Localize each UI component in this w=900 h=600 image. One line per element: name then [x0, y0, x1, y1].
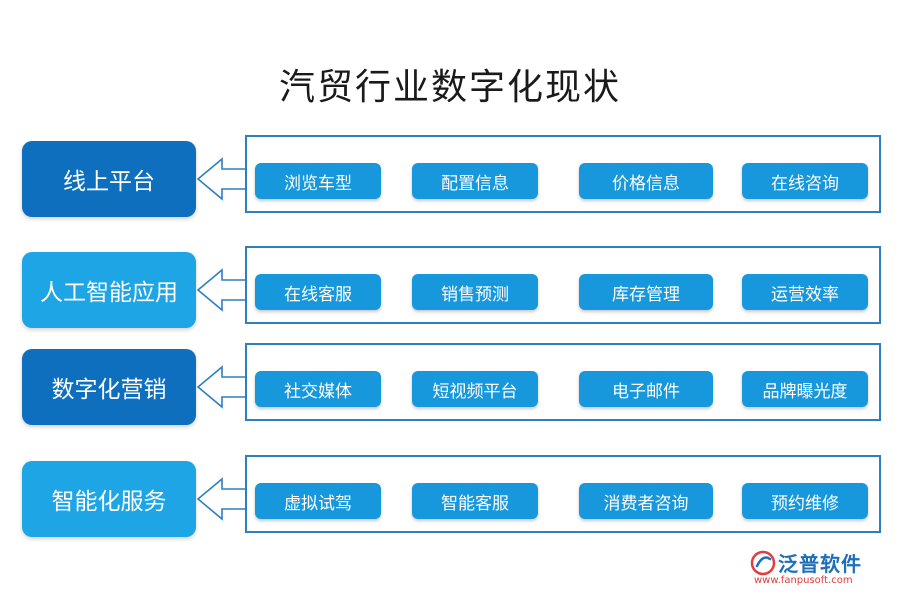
item-box: 预约维修 — [742, 483, 868, 519]
brand-logo: 泛普软件 www.fanpusoft.com — [750, 548, 882, 588]
diagram-title: 汽贸行业数字化现状 — [278, 67, 621, 108]
items-panel: 在线客服 销售预测 库存管理 运营效率 — [245, 246, 881, 324]
brand-mark-icon — [750, 550, 776, 576]
left-arrow-icon — [196, 268, 247, 312]
item-box: 短视频平台 — [412, 371, 538, 407]
items-panel: 社交媒体 短视频平台 电子邮件 品牌曝光度 — [245, 343, 881, 421]
item-box: 浏览车型 — [255, 163, 381, 199]
item-box: 消费者咨询 — [579, 483, 713, 519]
left-arrow-icon — [196, 477, 247, 521]
items-panel: 虚拟试驾 智能客服 消费者咨询 预约维修 — [245, 455, 881, 533]
brand-url: www.fanpusoft.com — [754, 575, 853, 586]
left-arrow-icon — [196, 157, 247, 201]
item-box: 电子邮件 — [579, 371, 713, 407]
left-arrow-icon — [196, 365, 247, 409]
category-box: 智能化服务 — [22, 461, 196, 537]
item-box: 品牌曝光度 — [742, 371, 868, 407]
item-box: 社交媒体 — [255, 371, 381, 407]
row-ai-application: 人工智能应用 在线客服 销售预测 库存管理 运营效率 — [0, 246, 900, 332]
item-box: 在线客服 — [255, 274, 381, 310]
item-box: 智能客服 — [412, 483, 538, 519]
category-box: 数字化营销 — [22, 349, 196, 425]
item-box: 在线咨询 — [742, 163, 868, 199]
row-online-platform: 线上平台 浏览车型 配置信息 价格信息 在线咨询 — [0, 135, 900, 221]
item-box: 配置信息 — [412, 163, 538, 199]
items-panel: 浏览车型 配置信息 价格信息 在线咨询 — [245, 135, 881, 213]
category-box: 人工智能应用 — [22, 252, 196, 328]
category-box: 线上平台 — [22, 141, 196, 217]
brand-name: 泛普软件 — [778, 552, 862, 576]
row-smart-service: 智能化服务 虚拟试驾 智能客服 消费者咨询 预约维修 — [0, 455, 900, 541]
item-box: 销售预测 — [412, 274, 538, 310]
row-digital-marketing: 数字化营销 社交媒体 短视频平台 电子邮件 品牌曝光度 — [0, 343, 900, 429]
item-box: 价格信息 — [579, 163, 713, 199]
item-box: 运营效率 — [742, 274, 868, 310]
item-box: 虚拟试驾 — [255, 483, 381, 519]
item-box: 库存管理 — [579, 274, 713, 310]
